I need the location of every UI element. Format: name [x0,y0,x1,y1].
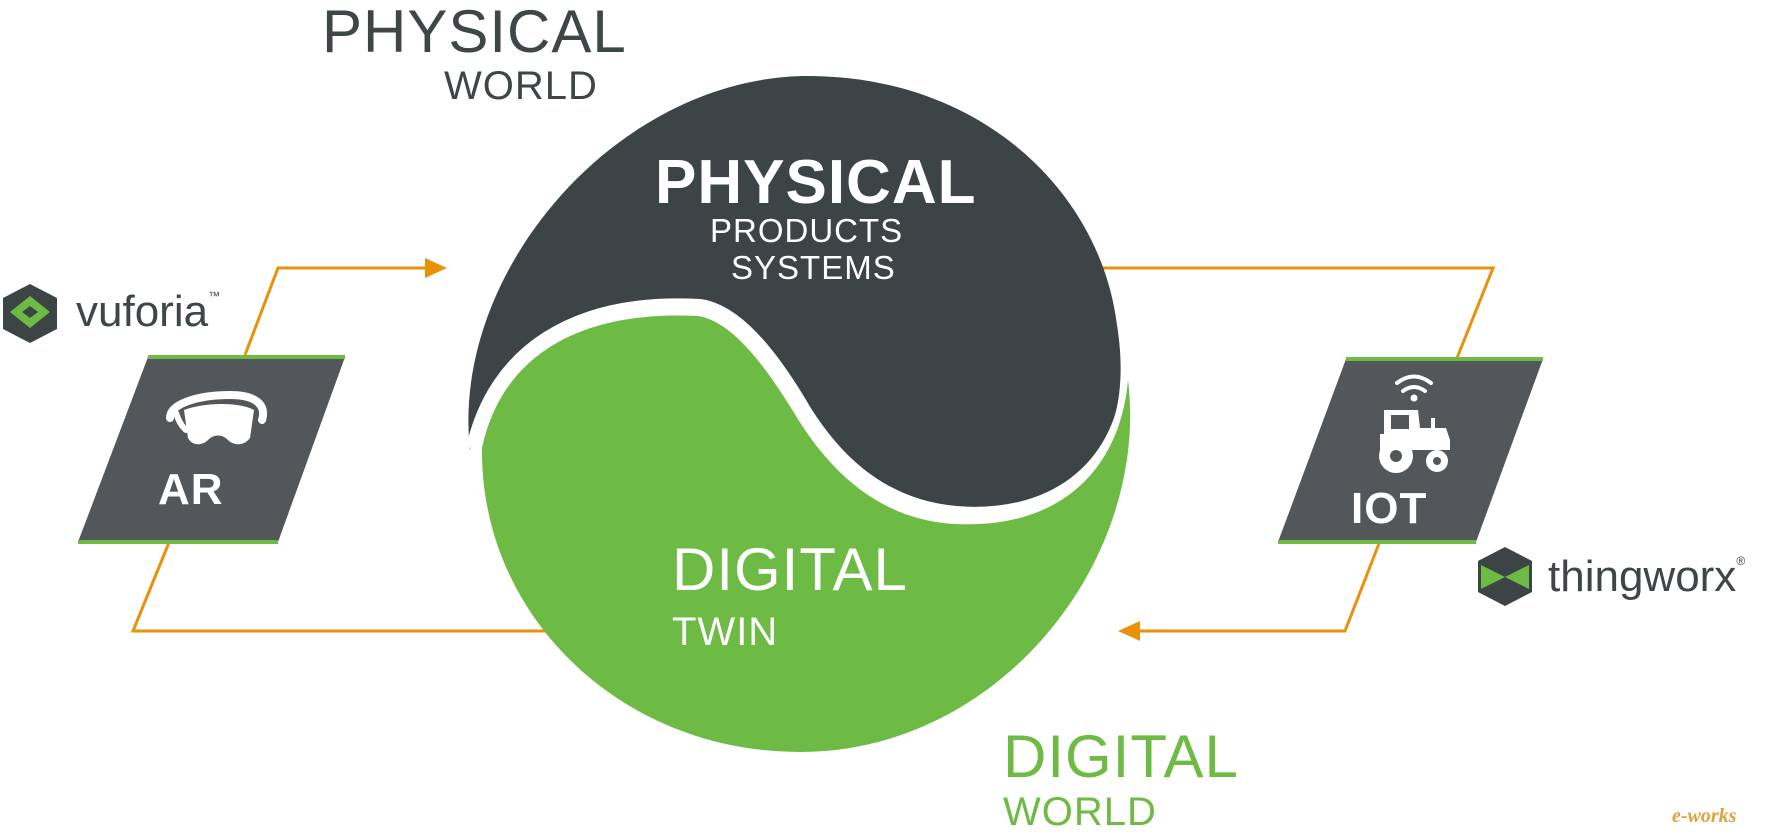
digital-twin-title: DIGITAL [672,536,908,603]
physical-world-subtitle: WORLD [444,64,598,108]
ar-panel [78,355,345,544]
digital-twin-shape [481,315,1131,752]
flow-arrows [130,258,1496,641]
physical-products-title: PHYSICAL [655,148,977,217]
ar-panel-shape [78,357,345,542]
ar-headset-icon [166,390,268,445]
physical-products-line1: PRODUCTS [710,212,904,249]
tractor-wifi-icon [1379,374,1450,473]
vuforia-logo-icon [3,284,57,343]
iot-label: IOT [1351,484,1428,533]
separator-stroke [466,298,1134,519]
physical-world-title: PHYSICAL [322,0,627,65]
thingworx-brand-name: thingworx [1548,552,1737,601]
vuforia-trademark: ™ [208,289,221,303]
physical-products-line2: SYSTEMS [731,249,896,286]
yin-yang [466,75,1134,752]
iot-panel [1278,357,1543,544]
arrow-iot-to-digital [1135,540,1382,633]
vuforia-brand-name: vuforia [76,287,209,336]
line-digital-to-ar [130,539,550,633]
arrow-ar-to-physical [243,266,430,356]
watermark: e-works [1672,805,1737,827]
line-physical-to-iot [1095,266,1496,359]
vuforia-brand: vuforia™ [76,290,220,334]
digital-twin-subtitle: TWIN [672,610,779,654]
digital-world-title: DIGITAL [1003,723,1239,790]
thingworx-brand: thingworx® [1548,555,1745,599]
arrow-head-right [425,258,447,278]
physical-products-shape [468,75,1121,513]
thingworx-registered-mark: ® [1736,554,1746,568]
thingworx-logo-icon [1478,547,1532,606]
arrow-head-left [1118,621,1140,641]
digital-world-subtitle: WORLD [1003,790,1157,834]
ar-label: AR [158,465,224,514]
